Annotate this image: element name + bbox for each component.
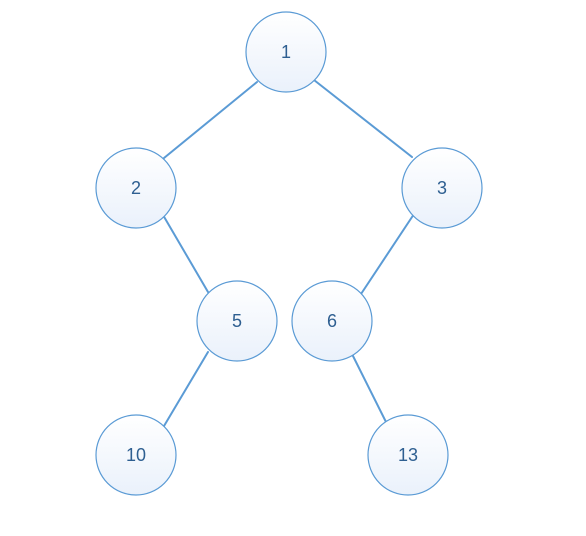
node-circle xyxy=(196,280,278,362)
edge-6-13 xyxy=(351,353,388,425)
tree-edges xyxy=(162,79,415,427)
tree-node-2: 2 xyxy=(95,147,177,229)
edge-5-10 xyxy=(163,351,209,427)
tree-node-13: 13 xyxy=(367,414,449,496)
node-label: 10 xyxy=(126,445,146,465)
node-label: 13 xyxy=(398,445,418,465)
node-circle xyxy=(291,280,373,362)
node-label: 1 xyxy=(281,42,291,62)
tree-nodes: 1 2 3 5 6 10 13 xyxy=(95,11,483,496)
tree-node-6: 6 xyxy=(291,280,373,362)
node-circle xyxy=(401,147,483,229)
node-label: 5 xyxy=(232,311,242,331)
edge-3-6 xyxy=(360,213,415,295)
node-label: 3 xyxy=(437,178,447,198)
node-label: 6 xyxy=(327,311,337,331)
tree-node-1: 1 xyxy=(245,11,327,93)
tree-node-3: 3 xyxy=(401,147,483,229)
node-circle xyxy=(245,11,327,93)
node-label: 2 xyxy=(131,178,141,198)
tree-node-5: 5 xyxy=(196,280,278,362)
edge-2-5 xyxy=(162,214,209,293)
node-circle xyxy=(95,147,177,229)
edge-1-3 xyxy=(313,79,413,158)
node-circle xyxy=(367,414,449,496)
node-circle xyxy=(95,414,177,496)
tree-node-10: 10 xyxy=(95,414,177,496)
edge-1-2 xyxy=(163,81,258,159)
